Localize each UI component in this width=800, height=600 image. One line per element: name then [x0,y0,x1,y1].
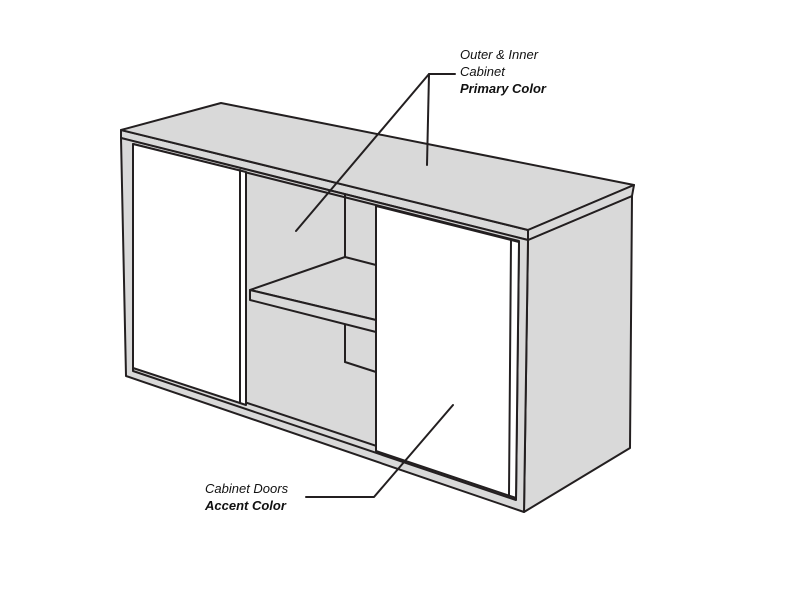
doors-callout: Cabinet Doors Accent Color [205,480,288,514]
right-door-edge [508,239,512,496]
cabinet-callout-line2: Cabinet [460,64,505,79]
doors-callout-color: Accent Color [205,498,286,513]
right-door [375,205,520,499]
cabinet-leader-line-2 [426,73,430,166]
cabinet-callout-line1: Outer & Inner [460,47,539,62]
cabinet-top-side-edge [527,184,635,241]
left-door [132,143,247,406]
doors-leader-line [305,404,454,498]
cabinet-inner-back-edge-2 [344,361,377,373]
callout-leader-lines [295,73,456,498]
cabinet-right-side [523,195,633,513]
cabinet-callout: Outer & Inner Cabinet Primary Color [460,46,546,97]
cabinet-callout-color: Primary Color [460,81,546,96]
doors-callout-line1: Cabinet Doors [205,481,289,496]
cabinet-doors [132,143,520,499]
